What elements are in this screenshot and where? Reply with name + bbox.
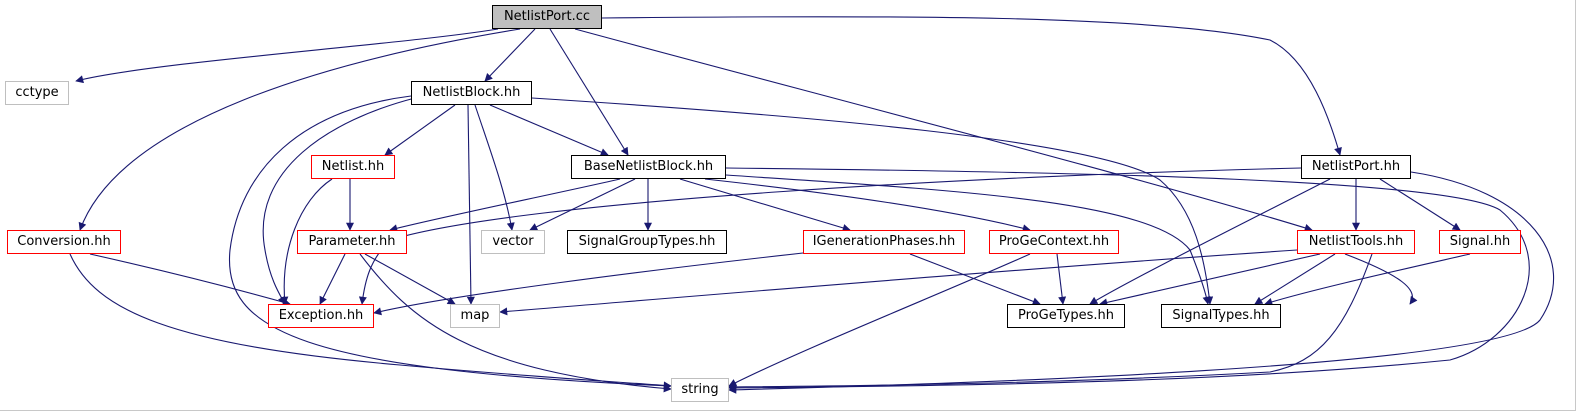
node-netlistblock-hh[interactable]: NetlistBlock.hh (411, 81, 532, 105)
node-cctype: cctype (5, 81, 69, 105)
edge-cc-to-basenetlistblock (549, 28, 629, 156)
edge-signal-to-signaltypes (1264, 253, 1471, 306)
edge-cc-to-netlistblock (484, 28, 536, 82)
edge-progecontext-to-progetypes (1056, 253, 1067, 305)
edge-netlisttools-to-progetypes (1099, 253, 1321, 307)
edge-parameter-to-map (364, 253, 456, 305)
edge-netlistport-hh-to-exception (358, 167, 1302, 305)
node-netlist-hh[interactable]: Netlist.hh (311, 155, 395, 179)
edge-netlisttools-to-signaltypes (1254, 253, 1336, 305)
node-parameter-hh[interactable]: Parameter.hh (297, 230, 407, 254)
edge-netlistblock-to-netlist (384, 104, 456, 156)
node-igenerationphases-hh[interactable]: IGenerationPhases.hh (803, 230, 965, 254)
edge-basenetlistblock-to-progecontext (704, 178, 1031, 233)
node-signalgrouptypes-hh[interactable]: SignalGroupTypes.hh (567, 230, 727, 254)
node-netlistport-cc: NetlistPort.cc (492, 5, 602, 29)
node-signal-hh[interactable]: Signal.hh (1439, 230, 1521, 254)
edge-netlistblock-to-basenetlistblock (489, 104, 609, 156)
edge-parameter-to-string (359, 253, 672, 393)
node-signaltypes-hh[interactable]: SignalTypes.hh (1161, 304, 1281, 328)
edge-netlist-to-exception (280, 178, 333, 305)
edge-basenetlistblock-to-parameter (389, 178, 621, 233)
edge-netlisttools-to-string-a (728, 253, 1373, 391)
edge-igenerationphases-to-progetypes (909, 253, 1041, 306)
edge-netlistport-hh-to-string (728, 171, 1555, 394)
node-progetypes-hh[interactable]: ProGeTypes.hh (1007, 304, 1125, 328)
node-conversion-hh[interactable]: Conversion.hh (7, 230, 121, 254)
edge-netlistport-hh-to-signal (1379, 178, 1461, 231)
edge-cc-to-cctype (75, 28, 499, 84)
node-netlistport-hh[interactable]: NetlistPort.hh (1301, 155, 1411, 179)
node-progecontext-hh[interactable]: ProGeContext.hh (989, 230, 1119, 254)
node-string: string (671, 378, 729, 402)
edge-parameter-to-exception (319, 253, 346, 305)
edge-netlistblock-to-vector (474, 104, 515, 231)
node-map: map (450, 304, 500, 328)
edge-netlistblock-to-signaltypes (531, 97, 1214, 305)
edge-basenetlistblock-to-signaltypes (725, 174, 1211, 305)
edge-cc-to-netlistport-hh (601, 16, 1342, 156)
edge-igenerationphases-to-exception (373, 252, 804, 316)
edge-basenetlistblock-to-vector (529, 178, 636, 231)
edge-netlisttools-to-signaltypes-b (1344, 253, 1418, 305)
edge-basenetlistblock-to-string (725, 167, 1530, 392)
edge-netlistblock-to-exception (262, 97, 416, 305)
edge-netlistblock-to-map (466, 104, 475, 305)
node-basenetlistblock-hh[interactable]: BaseNetlistBlock.hh (571, 155, 726, 179)
node-exception-hh[interactable]: Exception.hh (268, 304, 374, 328)
edge-cc-to-conversion (78, 28, 521, 231)
edge-progecontext-to-string (728, 253, 1031, 387)
node-netlisttools-hh[interactable]: NetlistTools.hh (1297, 230, 1415, 254)
edge-cc-to-netlisttools (574, 28, 1313, 232)
edge-netlisttools-to-map (499, 249, 1298, 316)
edge-netlistport-hh-to-progetypes (1089, 178, 1331, 305)
edge-conversion-to-exception (89, 253, 291, 306)
edge-basenetlistblock-to-igenerationphases (679, 178, 851, 232)
node-vector: vector (481, 230, 545, 254)
